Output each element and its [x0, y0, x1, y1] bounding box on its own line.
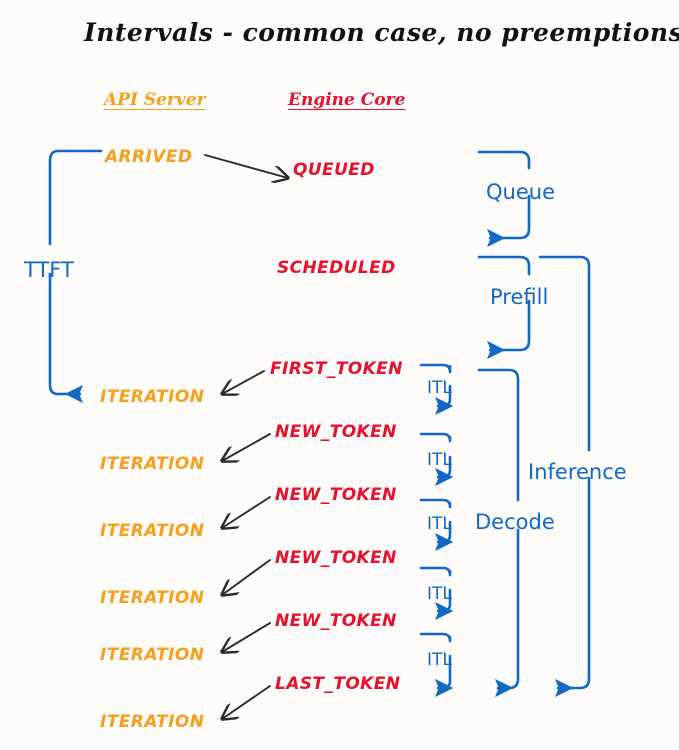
state-scheduled: SCHEDULED: [277, 258, 396, 278]
interval-label-ttft: TTFT: [24, 258, 74, 282]
token-to-iteration-arrows: [222, 370, 271, 719]
state-iteration: ITERATION: [100, 588, 205, 608]
interval-label-prefill: Prefill: [490, 285, 549, 309]
state-new-token: NEW_TOKEN: [275, 422, 397, 442]
interval-label-itl: ITL: [427, 514, 452, 534]
interval-bracket-decode: [477, 368, 520, 698]
state-iteration: ITERATION: [100, 387, 205, 407]
state-new-token: NEW_TOKEN: [275, 485, 397, 505]
interval-bracket-inference: [538, 255, 591, 698]
state-new-token: NEW_TOKEN: [275, 548, 397, 568]
state-arrived: ARRIVED: [105, 147, 193, 167]
interval-label-itl: ITL: [427, 584, 452, 604]
interval-label-decode: Decode: [475, 510, 555, 534]
column-header-api-server: API Server: [104, 90, 206, 110]
interval-bracket-prefill: [477, 255, 531, 360]
state-first-token: FIRST_TOKEN: [270, 359, 403, 379]
state-last-token: LAST_TOKEN: [275, 674, 401, 694]
interval-bracket-ttft: [48, 149, 103, 404]
interval-label-queue: Queue: [486, 180, 555, 204]
column-header-engine-core: Engine Core: [288, 90, 406, 110]
interval-brackets-itl: [419, 363, 454, 698]
state-queued: QUEUED: [293, 160, 375, 180]
state-iteration: ITERATION: [100, 712, 205, 732]
page-title: Intervals - common case, no preemptions: [84, 18, 679, 47]
state-iteration: ITERATION: [100, 645, 205, 665]
state-new-token: NEW_TOKEN: [275, 611, 397, 631]
state-iteration: ITERATION: [100, 454, 205, 474]
interval-label-itl: ITL: [427, 450, 452, 470]
interval-bracket-queue: [477, 150, 531, 248]
arrow-arrived-to-queued: [204, 154, 288, 178]
interval-label-itl: ITL: [427, 378, 452, 398]
interval-label-itl: ITL: [427, 650, 452, 670]
state-iteration: ITERATION: [100, 521, 205, 541]
interval-label-inference: Inference: [528, 460, 627, 484]
